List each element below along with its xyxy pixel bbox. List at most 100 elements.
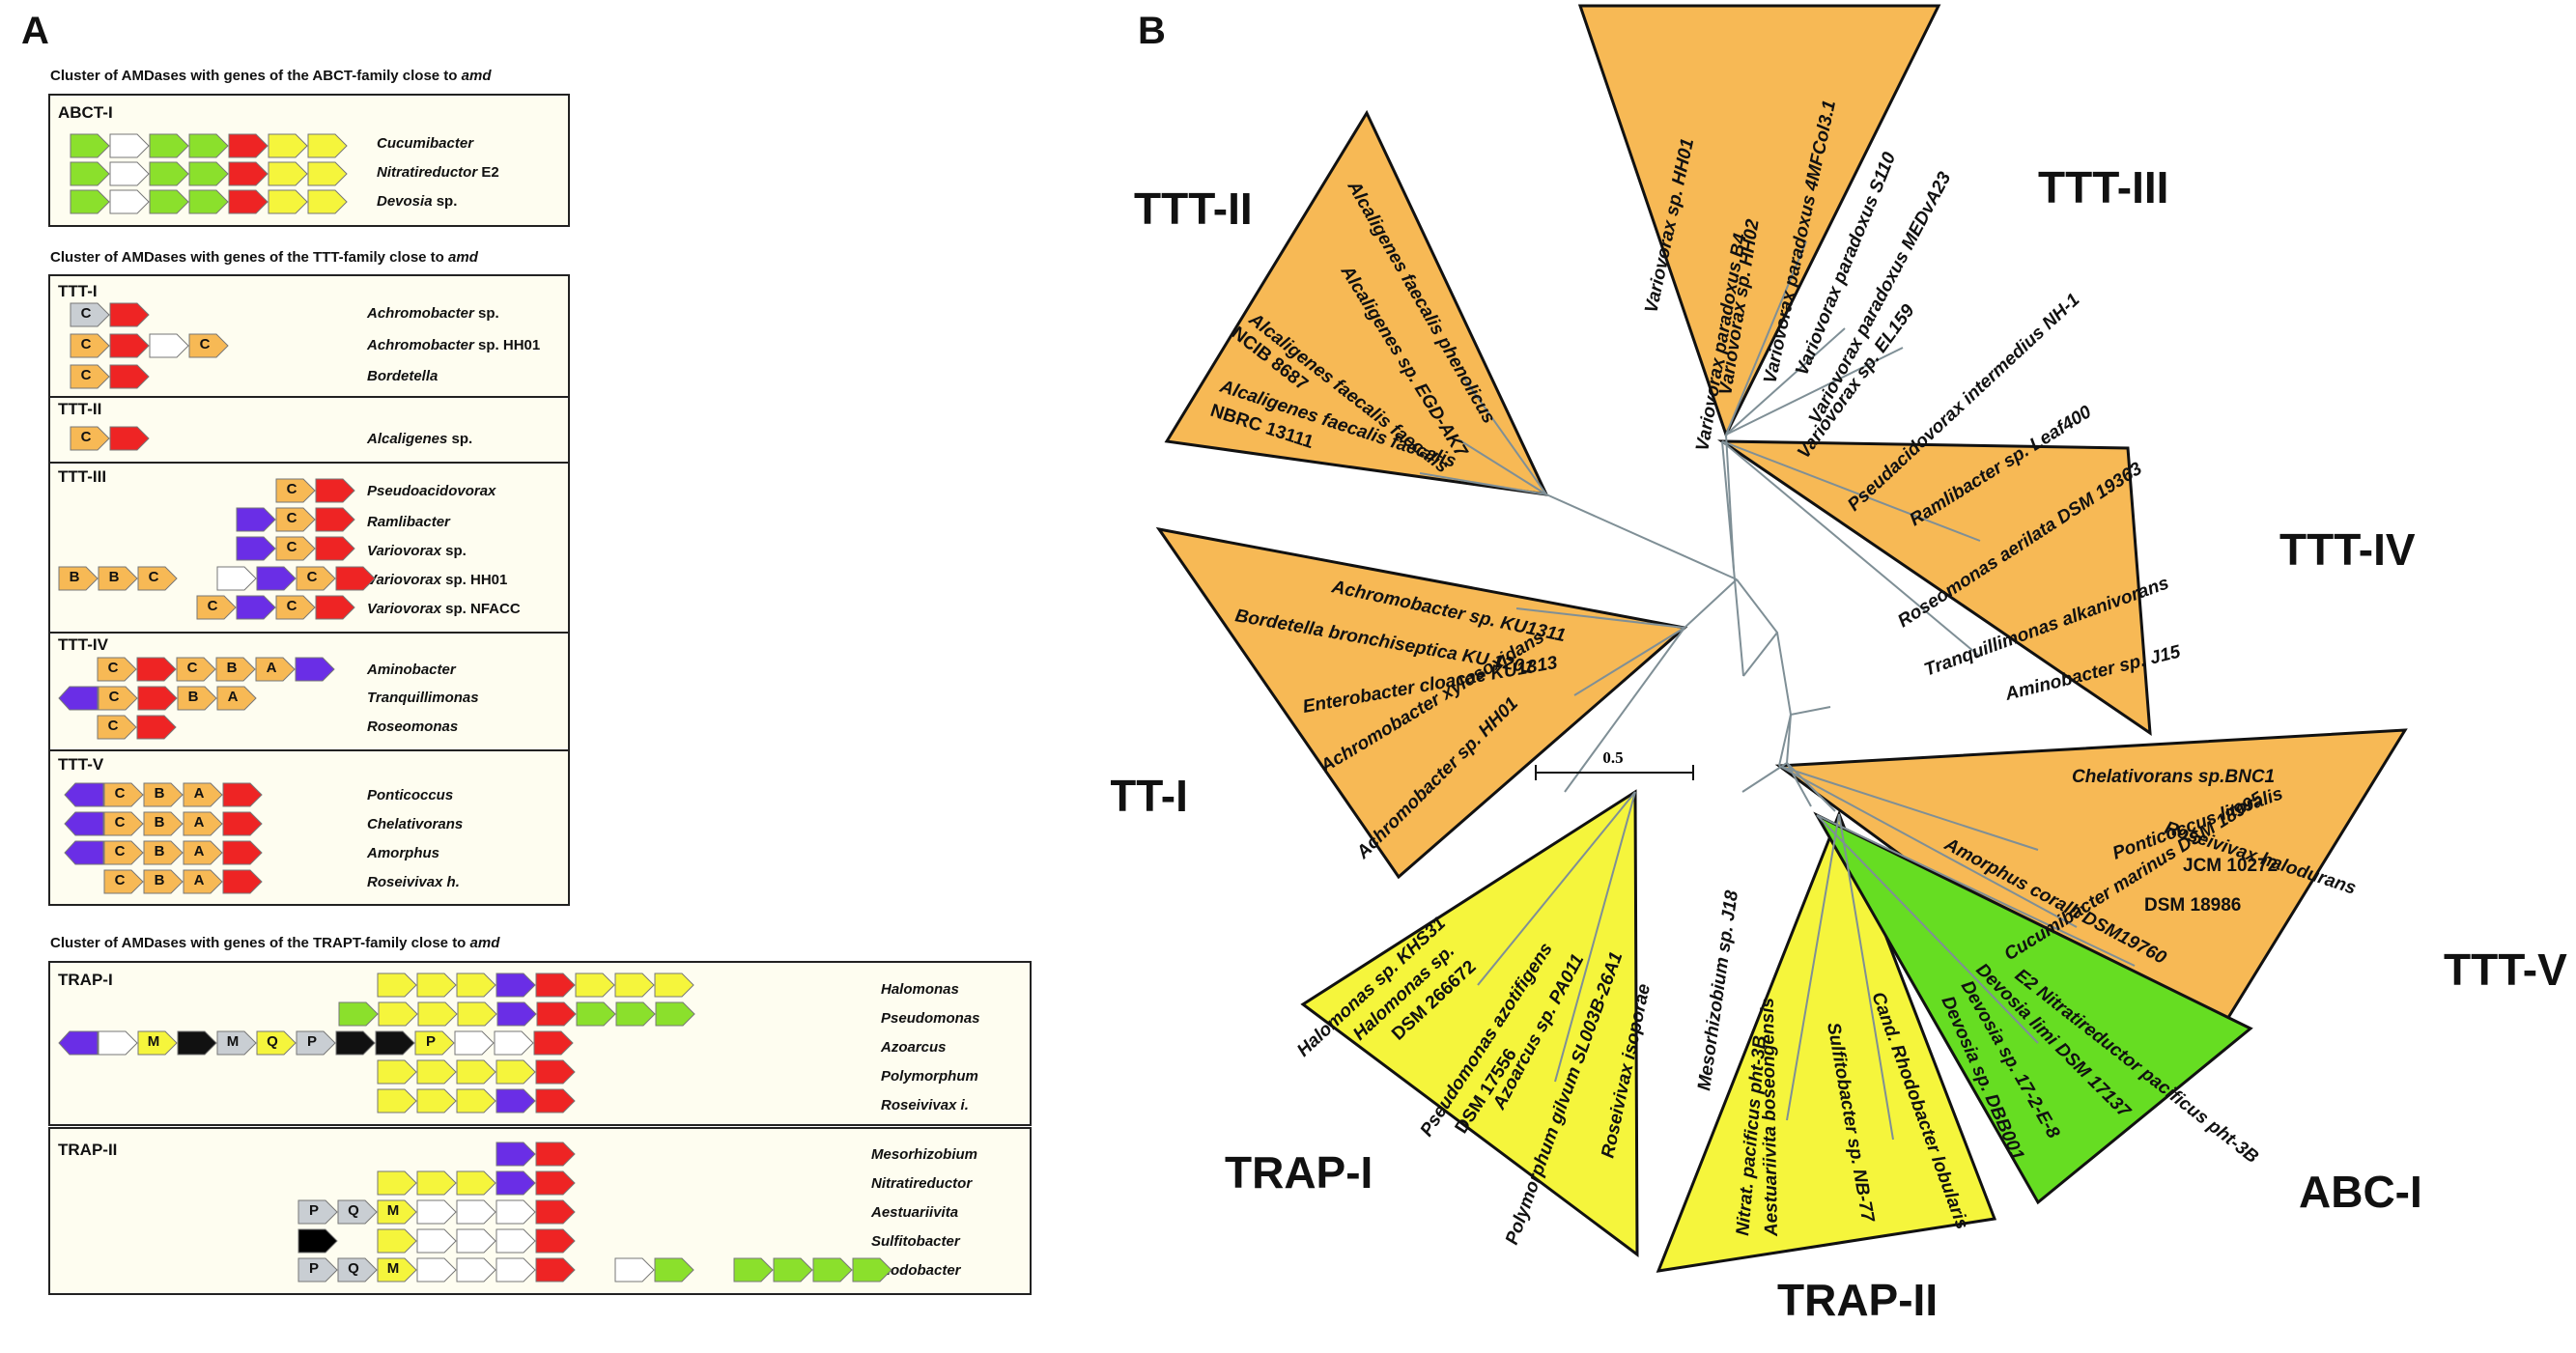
organism-label: Ramlibacter [367,514,450,530]
gene-arrow [307,133,350,158]
leaf-label: Aestuariivita boseongensis [1758,998,1782,1237]
gene-arrow: C [275,595,318,620]
gene-letter: P [308,1260,319,1277]
clade-trap-ii-triangle [1656,809,1997,1273]
gene-arrow [256,566,298,591]
gene-arrow: M [377,1199,419,1225]
phylogenetic-tree: 0.5 TTT-II TTT-III TTT-I TTT-IV TTT-V TR… [1111,4,2567,1325]
clade-label-ttt-ii: TTT-II [1134,183,1253,234]
gene-arrow [216,566,259,591]
gene-letter: Q [348,1260,359,1277]
group-title-trap-i: TRAP-I [58,971,113,989]
gene-arrow [109,189,152,214]
gene-arrow: B [177,686,219,711]
gene-letter: A [193,872,205,888]
gene-arrow: B [143,782,185,807]
gene-arrow [307,161,350,186]
gene-arrow: P [296,1030,338,1056]
gene-letter: B [154,814,165,831]
gene-arrow: B [143,869,185,894]
gene-arrow [416,1088,459,1113]
gene-arrow [98,1030,140,1056]
organism-label: Azoarcus [881,1039,947,1056]
gene-arrow [377,1170,419,1196]
gene-letter: B [108,569,120,585]
abct-section-title: Cluster of AMDases with genes of the ABC… [50,68,492,84]
gene-arrow [773,1257,815,1283]
gene-arrow [495,972,538,998]
gene-arrow: C [70,302,112,327]
gene-arrow: B [143,840,185,865]
gene-arrow [575,972,617,998]
gene-arrow [222,811,265,836]
clade-ttt-ii-triangle [1164,109,1549,496]
gene-arrow: C [275,536,318,561]
gene-arrow [149,189,191,214]
gene-arrow [378,1001,420,1027]
clade-ttt-i-triangle [1155,526,1688,880]
gene-letter: C [108,689,120,705]
gene-arrow [375,1030,417,1056]
gene-arrow: M [137,1030,180,1056]
gene-letter: A [193,785,205,802]
gene-arrow [454,1030,496,1056]
gene-arrow [377,1059,419,1085]
gene-letter: C [114,785,126,802]
gene-letter: C [114,814,126,831]
gene-letter: A [193,814,205,831]
panel-a-letter: A [21,10,49,52]
gene-arrow: C [103,840,146,865]
gene-arrow: C [137,566,180,591]
gene-arrow [58,1030,100,1056]
gene-letter: M [386,1260,400,1277]
gene-letter: C [80,429,92,445]
organism-label: Mesorhizobium [871,1146,978,1163]
organism-label: Pseudoacidovorax [367,483,496,499]
gene-arrow [295,657,337,682]
gene-arrow: C [188,333,231,358]
gene-arrow: C [275,507,318,532]
gene-arrow [456,1257,498,1283]
gene-arrow [109,426,152,451]
gene-arrow [494,1030,536,1056]
group-title-ttt-ii: TTT-II [58,400,102,418]
gene-arrow [456,1170,498,1196]
gene-arrow [456,1228,498,1254]
organism-label: Achromobacter sp. [367,305,499,322]
gene-arrow [136,657,179,682]
gene-arrow: Q [256,1030,298,1056]
organism-label: Variovorax sp. HH01 [367,572,508,588]
gene-arrow: B [58,566,100,591]
organism-label: Nitratireductor [871,1175,973,1192]
gene-arrow [109,161,152,186]
gene-arrow [222,782,265,807]
gene-arrow: A [216,686,259,711]
gene-arrow: A [183,782,225,807]
group-title-ttt-iv: TTT-IV [58,635,108,654]
divider [50,396,568,398]
gene-arrow [654,972,696,998]
organism-label: Variovorax sp. [367,543,467,559]
gene-letter: C [114,872,126,888]
gene-arrow [315,536,357,561]
gene-arrow: A [255,657,297,682]
gene-arrow: C [70,426,112,451]
leaf-label: DSM 18986 [2144,895,2241,916]
gene-letter: C [148,569,159,585]
gene-arrow [416,1059,459,1085]
gene-arrow [297,1228,340,1254]
gene-arrow [222,869,265,894]
clade-abc-i-triangle [1813,811,2253,1205]
gene-arrow [535,1257,578,1283]
gene-arrow: P [297,1199,340,1225]
gene-arrow [654,1257,696,1283]
gene-arrow [335,566,378,591]
gene-letter: C [107,718,119,734]
gene-arrow [416,1170,459,1196]
gene-letter: P [425,1033,436,1050]
gene-arrow [495,1170,538,1196]
gene-arrow [109,302,152,327]
gene-arrow [268,161,310,186]
group-title-abct-i: ABCT-I [58,103,113,122]
gene-letter: B [187,689,199,705]
